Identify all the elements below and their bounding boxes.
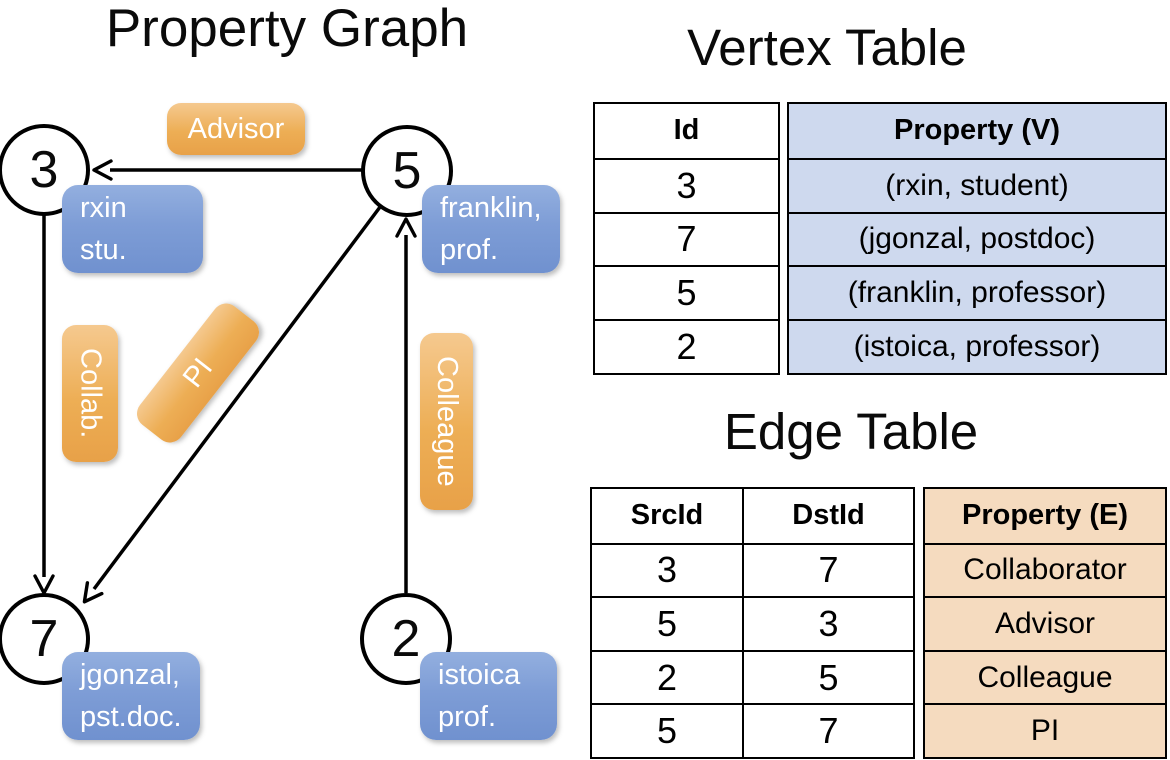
edge-table-property-cell: Collaborator <box>925 542 1165 597</box>
vertex-table-id-header: Id <box>673 114 700 147</box>
vertex-table-id-cell: 7 <box>595 211 778 266</box>
edge-table-id-columns: SrcId DstId 3 7 5 3 2 5 5 7 <box>590 487 915 759</box>
edge-label-colleague: Colleague <box>420 333 473 510</box>
edge-table-property-header: Property (E) <box>962 499 1128 532</box>
vertex-table-property-cell: (rxin, student) <box>789 157 1165 212</box>
vertex-table-property-column: Property (V) (rxin, student) (jgonzal, p… <box>787 102 1167 375</box>
edge-table-dstid-cell: 7 <box>742 703 913 757</box>
vertex-table-id-cell: 3 <box>595 157 778 212</box>
vertex-table-property-cell: (jgonzal, postdoc) <box>789 211 1165 266</box>
edge-5-to-7-arrow <box>82 169 409 604</box>
graph-node-2: 2 <box>360 593 452 685</box>
graph-node-5: 5 <box>361 125 453 217</box>
edge-table-srcid-cell: 2 <box>592 649 742 704</box>
edge-table-srcid-header: SrcId <box>630 499 704 532</box>
edge-table-srcid-cell: 5 <box>592 703 742 757</box>
edge-table-dstid-cell: 7 <box>742 542 913 597</box>
node-id-label: 5 <box>392 142 422 200</box>
vertex-table-id-cell: 5 <box>595 265 778 319</box>
edge-label-collab: Collab. <box>62 325 118 462</box>
vertex-property-box-jgonzal: jgonzal, pst.doc. <box>62 652 200 740</box>
vertex-table-title: Vertex Table <box>687 19 967 76</box>
edge-table-property-cell: Advisor <box>925 596 1165 650</box>
edge-table-title: Edge Table <box>723 403 979 460</box>
edge-table-srcid-cell: 5 <box>592 596 742 650</box>
node-id-label: 2 <box>391 610 421 668</box>
vertex-table-id-column: Id 3 7 5 2 <box>593 102 780 375</box>
edge-table-srcid-cell: 3 <box>592 542 742 597</box>
edge-table-property-cell: PI <box>925 703 1165 757</box>
edge-table-dstid-cell: 5 <box>742 649 913 704</box>
vertex-property-box-franklin: franklin, prof. <box>422 185 560 273</box>
edge-table-property-cell: Colleague <box>925 649 1165 704</box>
edge-table-dstid-cell: 3 <box>742 596 913 650</box>
edge-label-advisor: Advisor <box>167 103 305 155</box>
vertex-property-box-istoica: istoica prof. <box>420 652 557 740</box>
edge-table-dstid-header: DstId <box>742 489 913 543</box>
vertex-table-property-header: Property (V) <box>894 114 1060 147</box>
node-id-label: 7 <box>29 610 59 668</box>
vertex-table-id-cell: 2 <box>595 319 778 373</box>
property-graph-title: Property Graph <box>105 0 469 58</box>
graph-edges-layer <box>33 159 417 604</box>
vertex-table-property-cell: (istoica, professor) <box>789 319 1165 373</box>
node-id-label: 3 <box>29 141 59 199</box>
vertex-property-box-rxin: rxin stu. <box>62 185 203 273</box>
edge-table-property-column: Property (E) Collaborator Advisor Collea… <box>923 487 1167 759</box>
vertex-table-property-cell: (franklin, professor) <box>789 265 1165 319</box>
